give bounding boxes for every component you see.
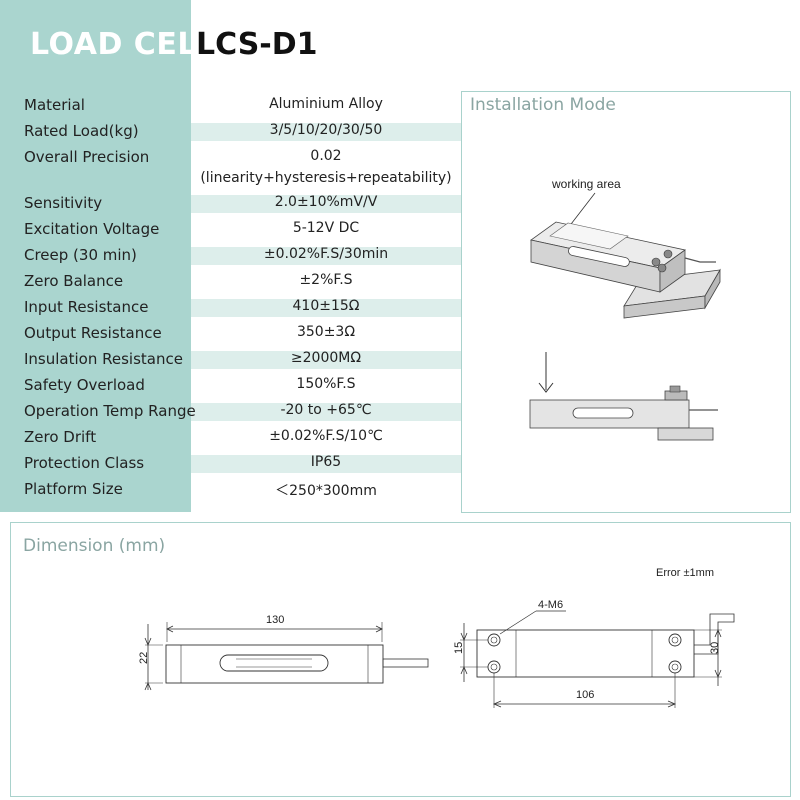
spec-label: Sensitivity — [24, 194, 103, 212]
spec-label: Protection Class — [24, 454, 145, 472]
spec-label: Overall Precision — [24, 148, 150, 166]
product-category-title: LOAD CELL — [30, 27, 217, 62]
spec-row-zero-drift: Zero Drift ±0.02%F.S/10℃ — [0, 424, 461, 450]
spec-value: ≥2000MΩ — [290, 350, 362, 366]
header-accent-column — [0, 0, 191, 512]
product-model-title: LCS-D1 — [196, 27, 318, 62]
spec-row-protection-class: Protection Class IP65 — [0, 450, 461, 476]
spec-row-platform-size: Platform Size ＜250*300mm — [0, 476, 461, 502]
spec-row-output-resistance: Output Resistance 350±3Ω — [0, 320, 461, 346]
width-dimension: 30 — [709, 642, 721, 654]
installation-illustration: working area — [529, 177, 721, 441]
spec-value: 2.0±10%mV/V — [274, 194, 378, 210]
spec-label: Insulation Resistance — [24, 350, 183, 368]
hole-vertical-dimension: 15 — [453, 642, 465, 654]
spec-row-safety-overload: Safety Overload 150%F.S — [0, 372, 461, 398]
spec-value: 0.02 — [310, 148, 342, 164]
spec-label: Zero Balance — [24, 272, 124, 290]
spec-value: Aluminium Alloy — [269, 96, 383, 112]
dimension-drawing: Error ±1mm 130 22 4-M6 15 30 106 — [138, 567, 735, 708]
spec-label: Platform Size — [24, 480, 123, 498]
spec-value: 410±15Ω — [292, 298, 360, 314]
spec-row-material: Material Aluminium Alloy — [0, 92, 461, 118]
spec-row-operation-temp-range: Operation Temp Range -20 to +65℃ — [0, 398, 461, 424]
height-dimension: 22 — [138, 652, 150, 664]
spec-row-insulation-resistance: Insulation Resistance ≥2000MΩ — [0, 346, 461, 372]
spec-label: Material — [24, 96, 85, 114]
thread-label: 4-M6 — [538, 599, 563, 611]
dimension-title: Dimension (mm) — [23, 536, 166, 556]
spec-value: ＜250*300mm — [275, 483, 377, 499]
spec-row-excitation-voltage: Excitation Voltage 5-12V DC — [0, 216, 461, 242]
spec-value: ±2%F.S — [299, 272, 353, 288]
spec-row-rated-load: Rated Load(kg) 3/5/10/20/30/50 — [0, 118, 461, 144]
length-dimension: 130 — [266, 614, 284, 626]
hole-spacing-dimension: 106 — [576, 689, 594, 701]
spec-label: Rated Load(kg) — [24, 122, 139, 140]
spec-value: IP65 — [310, 454, 342, 470]
spec-value: ±0.02%F.S/30min — [263, 246, 389, 262]
spec-table: Material Aluminium Alloy Rated Load(kg) … — [0, 92, 461, 502]
error-note: Error ±1mm — [656, 567, 714, 579]
installation-mode-title: Installation Mode — [470, 95, 616, 115]
spec-label: Safety Overload — [24, 376, 145, 394]
spec-value: -20 to +65℃ — [280, 402, 372, 418]
spec-value: 350±3Ω — [296, 324, 356, 340]
working-area-label: working area — [551, 177, 621, 191]
spec-row-creep: Creep (30 min) ±0.02%F.S/30min — [0, 242, 461, 268]
spec-label: Operation Temp Range — [24, 402, 196, 420]
spec-value: 5-12V DC — [292, 220, 360, 236]
spec-label: Excitation Voltage — [24, 220, 160, 238]
spec-label: Zero Drift — [24, 428, 97, 446]
spec-value: 3/5/10/20/30/50 — [269, 122, 383, 138]
spec-row-zero-balance: Zero Balance ±2%F.S — [0, 268, 461, 294]
spec-row-sensitivity: Sensitivity 2.0±10%mV/V — [0, 190, 461, 216]
spec-label: Input Resistance — [24, 298, 149, 316]
spec-label: Output Resistance — [24, 324, 162, 342]
spec-row-input-resistance: Input Resistance 410±15Ω — [0, 294, 461, 320]
dimension-panel — [10, 522, 791, 797]
spec-value-note: (linearity+hysteresis+repeatability) — [200, 170, 452, 186]
spec-value: 150%F.S — [296, 376, 356, 392]
spec-row-overall-precision: Overall Precision 0.02 (linearity+hyster… — [0, 144, 461, 190]
spec-value: ±0.02%F.S/10℃ — [269, 428, 383, 444]
spec-label: Creep (30 min) — [24, 246, 137, 264]
